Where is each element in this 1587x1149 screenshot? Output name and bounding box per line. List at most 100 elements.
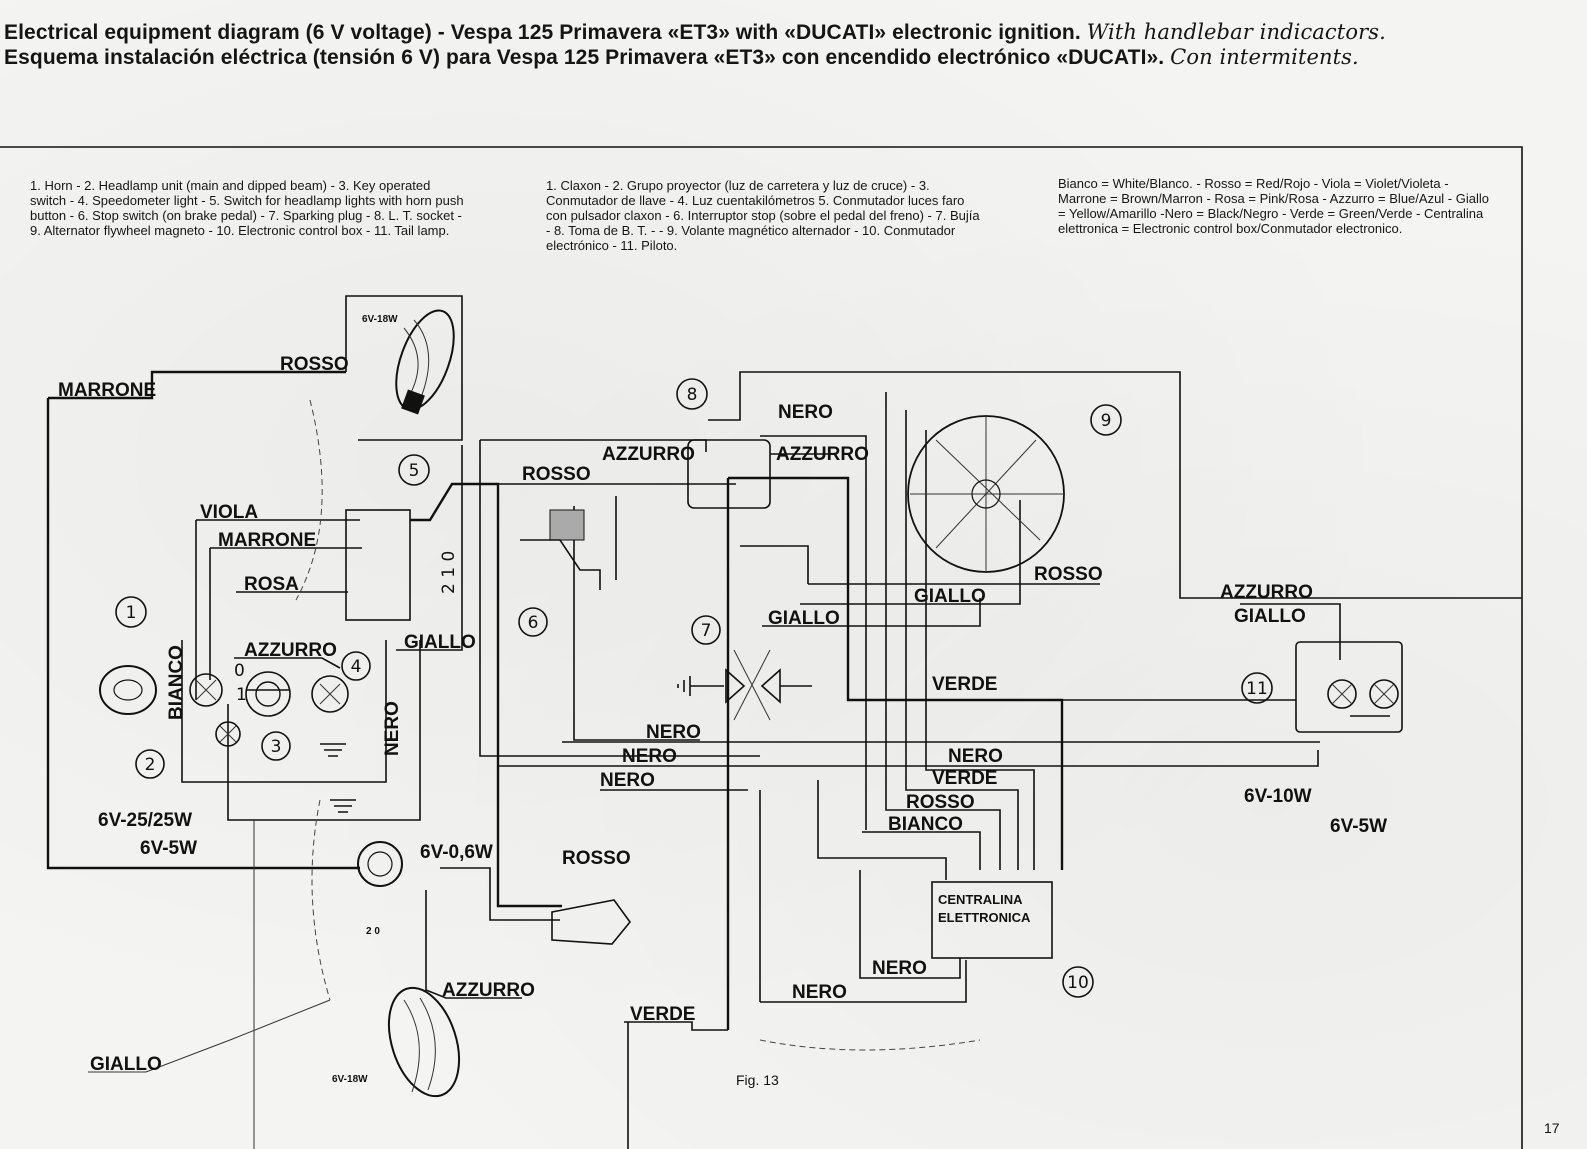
wire-giallo-left [396,445,463,651]
wire-bundle-3 [925,430,1035,870]
label-azzurro-top2: AZZURRO [776,444,869,465]
wire-labels: ROSSO MARRONE VIOLA MARRONE ROSA AZZURRO… [58,354,1313,1075]
label-rosso-mid: ROSSO [522,464,591,485]
callout-7: 7 [691,615,721,645]
speedometer-bulb-icon [357,841,403,887]
label-rosso-magneto: ROSSO [1034,564,1103,585]
rating-tail-5w: 6V-5W [1330,816,1387,837]
callout-5: 5 [398,454,430,486]
label-nero-c: NERO [600,770,655,791]
svg-text:9: 9 [1101,411,1112,431]
label-nero-top: NERO [778,402,833,423]
title-spanish-printed: Esquema instalación eléctrica (tensión 6… [4,46,1165,69]
headlamp-harness [181,640,387,783]
label-nero-vertical: NERO [382,701,403,756]
label-nero-bottom: NERO [792,982,847,1003]
headlamp-bulb-icon [395,309,455,415]
label-bianco-b: BIANCO [888,814,963,835]
callouts: 1 2 3 4 5 6 7 8 9 10 11 [115,378,1273,998]
wire-rosso-mag-2 [740,545,809,584]
brake-lamp-bulb-icon [387,986,461,1098]
wire-giallo-mag [800,500,1021,605]
spark-plug-icon [677,649,812,721]
wire-nero-top [708,371,1522,599]
label-giallo-magneto: GIALLO [914,586,986,607]
label-azzurro-left: AZZURRO [244,640,337,661]
callout-2: 2 [135,749,165,779]
svg-text:0: 0 [234,661,245,681]
wire-rosso-top [345,295,463,441]
key-switch-icon [245,671,291,717]
wire-nero-bottom [760,960,967,1003]
title-english-handwritten: With handlebar indicactors. [1086,20,1386,44]
legend-english: 1. Horn - 2. Headlamp unit (main and dip… [30,178,464,238]
rating-headlamp: 6V-18W [362,314,398,325]
legend-colors: Bianco = White/Blanco. - Rosso = Red/Roj… [1058,176,1489,236]
svg-text:CENTRALINA: CENTRALINA [938,892,1023,907]
rating-tail-10w: 6V-10W [1244,786,1312,807]
svg-text:ELETTRONICA: ELETTRONICA [938,910,1031,925]
wire-rosso-trunk [410,482,562,908]
rating-head-5w: 6V-5W [140,838,197,859]
control-box-label: CENTRALINA ELETTRONICA [938,892,1031,925]
label-giallo-mid: GIALLO [768,608,840,629]
wire-black-main [728,476,1064,870]
headlamp-dual-bulb-icon [189,673,241,747]
label-nero-b: NERO [622,746,677,767]
svg-text:5: 5 [409,461,420,481]
callout-4: 4 [341,651,371,681]
svg-text:10: 10 [1067,973,1089,993]
svg-text:8: 8 [687,385,698,405]
svg-text:7: 7 [701,621,712,641]
title-english: Electrical equipment diagram (6 V voltag… [4,20,1386,45]
title-english-printed: Electrical equipment diagram (6 V voltag… [4,21,1081,44]
label-viola: VIOLA [200,502,258,523]
svg-text:11: 11 [1246,679,1268,699]
legend-spanish: 1. Claxon - 2. Grupo proyector (luz de c… [546,178,980,253]
wire-verde-bottom [624,1021,728,1031]
switch-marks: 0 1 2 1 0 2 0 [234,551,459,937]
wire-marrone-down [46,398,360,870]
wire-azzurro-bottom [425,890,522,999]
wire-nero-b [498,750,1319,767]
label-rosso-bottom: ROSSO [562,848,631,869]
label-azzurro-bottom: AZZURRO [442,980,535,1001]
alternator-magneto-icon [907,415,1065,573]
wire-bianco-box [862,831,981,870]
harness-inner [227,640,421,821]
label-rosso-b: ROSSO [906,792,975,813]
label-giallo-left: GIALLO [404,632,476,653]
switch-block-5 [345,509,411,621]
svg-text:2: 2 [145,755,156,775]
callout-10: 10 [1062,966,1094,998]
callout-11: 11 [1241,672,1273,704]
callout-1: 1 [115,596,147,628]
wire-giallo-mid [762,598,981,627]
handlebar-outline-1 [295,399,323,601]
label-bianco-vertical: BIANCO [166,645,187,720]
title-spanish-handwritten: Con intermitents. [1170,45,1359,69]
ground-symbol-icon [330,799,356,813]
label-nero-d: NERO [948,746,1003,767]
svg-text:4: 4 [351,657,362,677]
components [99,309,1399,1098]
svg-text:6: 6 [528,613,539,633]
connector-block-icon [551,899,632,945]
wire-giallo-right [1240,603,1341,660]
svg-text:1: 1 [126,603,137,623]
callout-8: 8 [676,378,708,410]
bulb-ratings: 6V-18W 6V-10W 6V-5W 6V-25/25W 6V-5W 6V-0… [98,314,1387,1085]
label-rosa: ROSA [244,574,299,595]
label-verde-mid: VERDE [932,674,997,695]
svg-text:3: 3 [271,737,282,757]
svg-text:1: 1 [236,685,247,705]
stop-switch-icon [520,509,601,590]
label-verde-b: VERDE [932,768,997,789]
svg-text:2 0: 2 0 [366,926,380,937]
callout-3: 3 [261,731,291,761]
rating-speedo: 6V-0,6W [420,842,493,863]
wire-verde-box [817,780,947,880]
wire-nero-box [859,870,961,979]
